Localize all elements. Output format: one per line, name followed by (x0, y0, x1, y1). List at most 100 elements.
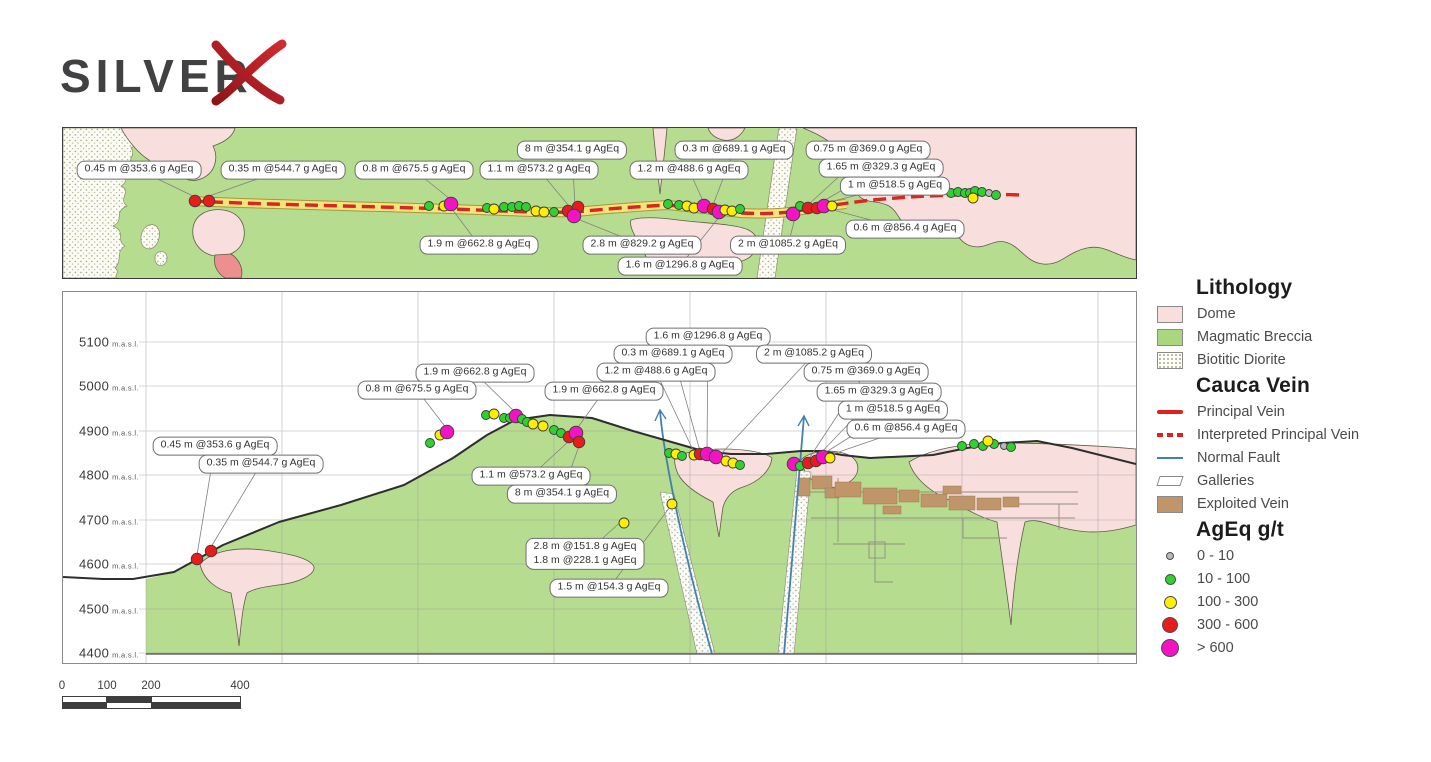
scalebar-tick-label: 400 (230, 680, 250, 692)
intercept-dot-magenta (566, 208, 582, 224)
grade-callout: 0.35 m @544.7 g AgEq (220, 160, 346, 180)
terrain-surface-line (63, 414, 1136, 580)
legend-item: 0 - 10 (1156, 547, 1426, 565)
grade-callout: 1.1 m @573.2 g AgEq (479, 160, 599, 180)
grade-callout: 0.75 m @369.0 g AgEq (805, 140, 931, 160)
legend-item: Galleries (1156, 472, 1426, 490)
grade-callout: 1 m @518.5 g AgEq (839, 176, 951, 196)
grade-callout: 1.9 m @662.8 g AgEq (415, 363, 535, 383)
intercept-dot-yellow (538, 206, 550, 218)
legend-dot-red (1162, 617, 1178, 633)
grade-callout: 1.6 m @1296.8 g AgEq (645, 327, 771, 347)
scalebar-tick-label: 200 (141, 680, 161, 692)
grade-callout: 1.65 m @329.3 g AgEq (816, 382, 942, 402)
intercept-dot-green (425, 438, 435, 448)
intercept-dot-red (202, 194, 216, 208)
grade-callout: 8 m @354.1 g AgEq (506, 484, 618, 504)
leader-line (720, 353, 815, 455)
legend-swatch (1157, 432, 1183, 438)
grade-callout: 2 m @1085.2 g AgEq (730, 235, 846, 255)
intercept-dot-green (735, 460, 745, 470)
legend-dot-gray (1166, 552, 1174, 560)
legend-item: Dome (1156, 305, 1426, 323)
plan-intercept-dots (188, 186, 1001, 224)
intercept-dot-green (677, 451, 687, 461)
grade-callout: 0.45 m @353.6 g AgEq (152, 436, 278, 456)
intercept-dot-red (572, 435, 586, 449)
legend-swatch (1156, 476, 1184, 486)
grade-callout: 8 m @354.1 g AgEq (516, 140, 628, 160)
grade-callout: 1.2 m @488.6 g AgEq (629, 160, 749, 180)
grade-callout: 0.6 m @856.4 g AgEq (846, 419, 966, 439)
grade-callout: 1.9 m @662.8 g AgEq (544, 381, 664, 401)
scalebar-tick-label: 0 (58, 680, 66, 692)
intercept-dot-yellow (967, 192, 979, 204)
silverx-logo: SILVER (60, 39, 287, 106)
intercept-dot-green (663, 199, 673, 209)
legend-item-label: Dome (1197, 306, 1236, 322)
intercept-dot-yellow (537, 420, 549, 432)
logo-x-glyph (211, 39, 287, 106)
intercept-dot-green (991, 190, 1001, 200)
grade-callout: 2.8 m @829.2 g AgEq (582, 235, 702, 255)
grade-callout: 2.8 m @151.8 g AgEq 1.8 m @228.1 g AgEq (525, 537, 645, 571)
legend-swatch (1157, 495, 1183, 513)
legend-item-label: Biotitic Diorite (1197, 352, 1286, 368)
grade-callout: 0.75 m @369.0 g AgEq (803, 362, 929, 382)
leader-line (210, 463, 262, 548)
intercept-dot-green (957, 441, 967, 451)
legend-item-label: 100 - 300 (1197, 594, 1259, 610)
intercept-dot-magenta (785, 206, 801, 222)
grade-callout: 0.6 m @856.4 g AgEq (845, 219, 965, 239)
legend-title-ageq: AgEq g/t (1196, 518, 1284, 541)
legend-item: Principal Vein (1156, 403, 1426, 421)
intercept-dot-yellow (488, 203, 500, 215)
intercept-dot-yellow (826, 200, 838, 212)
grade-callout: 0.3 m @689.1 g AgEq (674, 140, 794, 160)
legend-item-label: Interpreted Principal Vein (1197, 427, 1360, 443)
intercept-dot-red (190, 552, 204, 566)
section-intercept-dots (190, 408, 1016, 566)
grade-callout: 1.5 m @154.3 g AgEq (549, 578, 669, 598)
intercept-dot-yellow (666, 498, 678, 510)
legend-swatch (1157, 457, 1183, 459)
legend-item-label: 300 - 600 (1197, 617, 1259, 633)
legend-item: Magmatic Breccia (1156, 328, 1426, 346)
legend-item-label: Exploited Vein (1197, 496, 1289, 512)
legend-item: 100 - 300 (1156, 593, 1426, 611)
grade-callout: 0.8 m @675.5 g AgEq (354, 160, 474, 180)
legend-item: Biotitic Diorite (1156, 351, 1426, 369)
intercept-dot-green (977, 187, 987, 197)
legend-item-label: > 600 (1197, 640, 1234, 656)
legend-swatch (1157, 409, 1183, 415)
intercept-dot-green (549, 207, 559, 217)
legend-item-label: Normal Fault (1197, 450, 1280, 466)
grade-callout: 0.45 m @353.6 g AgEq (76, 160, 202, 180)
grade-callout: 1.9 m @662.8 g AgEq (419, 235, 539, 255)
legend-item: 10 - 100 (1156, 570, 1426, 588)
grade-callout: 1.65 m @329.3 g AgEq (818, 158, 944, 178)
legend-dot-yellow (1163, 595, 1177, 609)
intercept-dot-red (188, 194, 202, 208)
legend-item-label: 10 - 100 (1197, 571, 1251, 587)
legend-item: Normal Fault (1156, 449, 1426, 467)
intercept-dot-yellow (527, 418, 539, 430)
legend-swatch (1157, 328, 1183, 346)
intercept-dot-green (1006, 442, 1016, 452)
grade-callout: 0.35 m @544.7 g AgEq (198, 454, 324, 474)
legend-dot-green (1164, 573, 1176, 585)
legend-title-cauca-vein: Cauca Vein (1196, 374, 1311, 397)
legend-item: Exploited Vein (1156, 495, 1426, 513)
intercept-dot-yellow (982, 435, 994, 447)
legend-title-lithology: Lithology (1196, 276, 1293, 299)
